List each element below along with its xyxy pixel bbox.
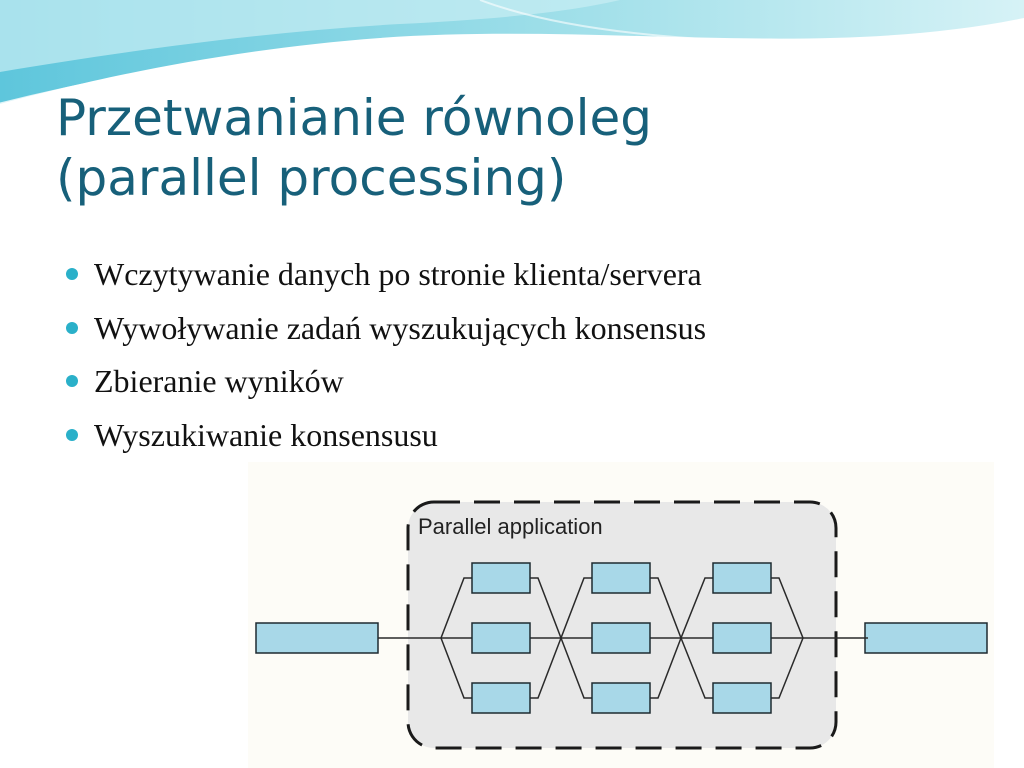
- bullet-dot-icon: [66, 321, 78, 334]
- bullet-item: Wywoływanie zadań wyszukujących konsensu…: [62, 302, 1002, 356]
- slide-title: Przetwanianie równoleg (parallel process…: [56, 88, 996, 208]
- bullet-dot-icon: [66, 268, 78, 280]
- fan-out-line: [440, 577, 472, 639]
- bullet-text: Zbieranie wyników: [94, 363, 344, 399]
- fan-in-line: [530, 637, 562, 699]
- fan-out-line: [440, 637, 472, 699]
- fan-out-line: [680, 637, 713, 699]
- output-task-box: [864, 622, 988, 654]
- diagram-layer: [255, 500, 988, 750]
- task-box-stage-3-row-2: [712, 622, 772, 654]
- bullet-item: Zbieranie wyników: [62, 355, 1002, 409]
- bullet-text: Wywoływanie zadań wyszukujących konsensu…: [94, 309, 707, 346]
- slide-title-line-1: Przetwanianie równoleg: [56, 89, 653, 147]
- fan-in-line: [771, 637, 804, 699]
- fan-in-line: [650, 577, 682, 639]
- task-box-stage-1-row-1: [471, 562, 531, 594]
- parallel-application-diagram: [255, 500, 988, 750]
- bullet-dot-icon: [66, 428, 78, 441]
- bullet-text: Wyszukiwanie konsensusu: [94, 416, 438, 453]
- fan-out-line: [680, 577, 713, 639]
- input-task-box: [255, 622, 379, 654]
- bullet-text: Wczytywanie danych po stronie klienta/se…: [94, 256, 702, 292]
- header-wave-decoration: [0, 0, 1024, 106]
- fan-in-line: [650, 637, 682, 699]
- fan-out-line: [560, 637, 592, 699]
- fan-in-line: [771, 577, 804, 639]
- bullet-item: Wczytywanie danych po stronie klienta/se…: [62, 248, 1002, 302]
- slide-title-line-2: (parallel processing): [56, 149, 567, 207]
- task-box-stage-1-row-2: [471, 622, 531, 654]
- diagram-label: Parallel application: [418, 514, 603, 539]
- bullet-list: Wczytywanie danych po stronie klienta/se…: [62, 248, 1002, 462]
- task-box-stage-1-row-3: [471, 682, 531, 714]
- task-box-stage-3-row-3: [712, 682, 772, 714]
- task-box-stage-2-row-3: [591, 682, 651, 714]
- fan-in-line: [530, 577, 562, 639]
- task-box-stage-3-row-1: [712, 562, 772, 594]
- task-box-stage-2-row-2: [591, 622, 651, 654]
- task-box-stage-2-row-1: [591, 562, 651, 594]
- bullet-dot-icon: [66, 375, 78, 387]
- fan-out-line: [560, 577, 592, 639]
- bullet-item: Wyszukiwanie konsensusu: [62, 409, 1002, 463]
